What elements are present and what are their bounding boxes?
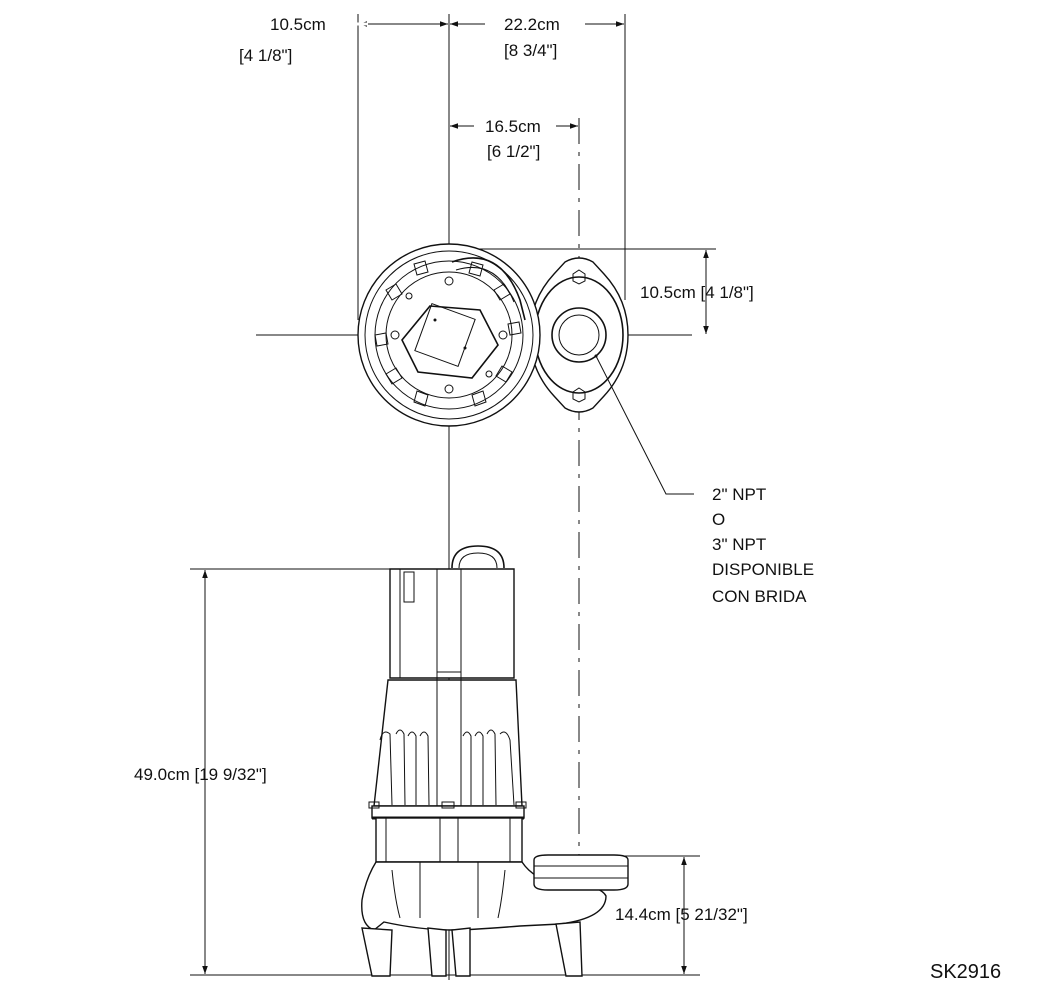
dim-top-right-cm: 22.2cm — [504, 15, 560, 34]
callout-line-3: 3" NPT — [712, 535, 766, 554]
dim-top-left-cm: 10.5cm — [270, 15, 326, 34]
callout-line-5: CON BRIDA — [712, 587, 807, 606]
callout-line-4: DISPONIBLE — [712, 560, 814, 579]
foot-center-right — [451, 927, 471, 977]
handle-plan — [451, 257, 526, 321]
dim-top-right-in: [8 3/4"] — [504, 41, 557, 60]
dim-overall-height: 49.0cm [19 9/32"] — [134, 765, 267, 784]
motor-body — [373, 679, 523, 807]
foot-left — [361, 927, 393, 977]
discharge-fitting — [533, 854, 629, 891]
callout-note: 2" NPT O 3" NPT DISPONIBLE CON BRIDA — [712, 485, 814, 606]
elevation-view — [361, 545, 629, 977]
dimension-arrows — [202, 21, 709, 974]
handle-side — [451, 545, 505, 569]
dim-top-left-in: [4 1/8"] — [239, 46, 292, 65]
plan-view — [357, 243, 694, 495]
dim-mid-in: [6 1/2"] — [487, 142, 540, 161]
dim-mid-cm: 16.5cm — [485, 117, 541, 136]
cable-plate — [414, 303, 476, 367]
dimension-labels: 10.5cm [4 1/8"] 22.2cm [8 3/4"] 16.5cm [… — [134, 15, 754, 924]
discharge-flange — [529, 257, 629, 413]
motor-cap — [389, 568, 515, 679]
motor-housing-plan — [357, 243, 541, 427]
dim-discharge-height: 14.4cm [5 21/32"] — [615, 905, 748, 924]
seal-housing — [375, 817, 523, 863]
flange-bottom-bolt — [572, 387, 586, 403]
callout-line-1: 2" NPT — [712, 485, 766, 504]
junction-box — [401, 305, 499, 379]
callout-leader — [595, 355, 694, 495]
drawing-number: SK2916 — [930, 961, 1001, 983]
callout-line-2: O — [712, 510, 725, 529]
dim-plan-height: 10.5cm [4 1/8"] — [640, 283, 754, 302]
cooling-fins — [379, 729, 515, 806]
flange-top-bolt — [572, 269, 586, 285]
foot-right — [555, 921, 583, 977]
foot-center-left — [427, 927, 447, 977]
